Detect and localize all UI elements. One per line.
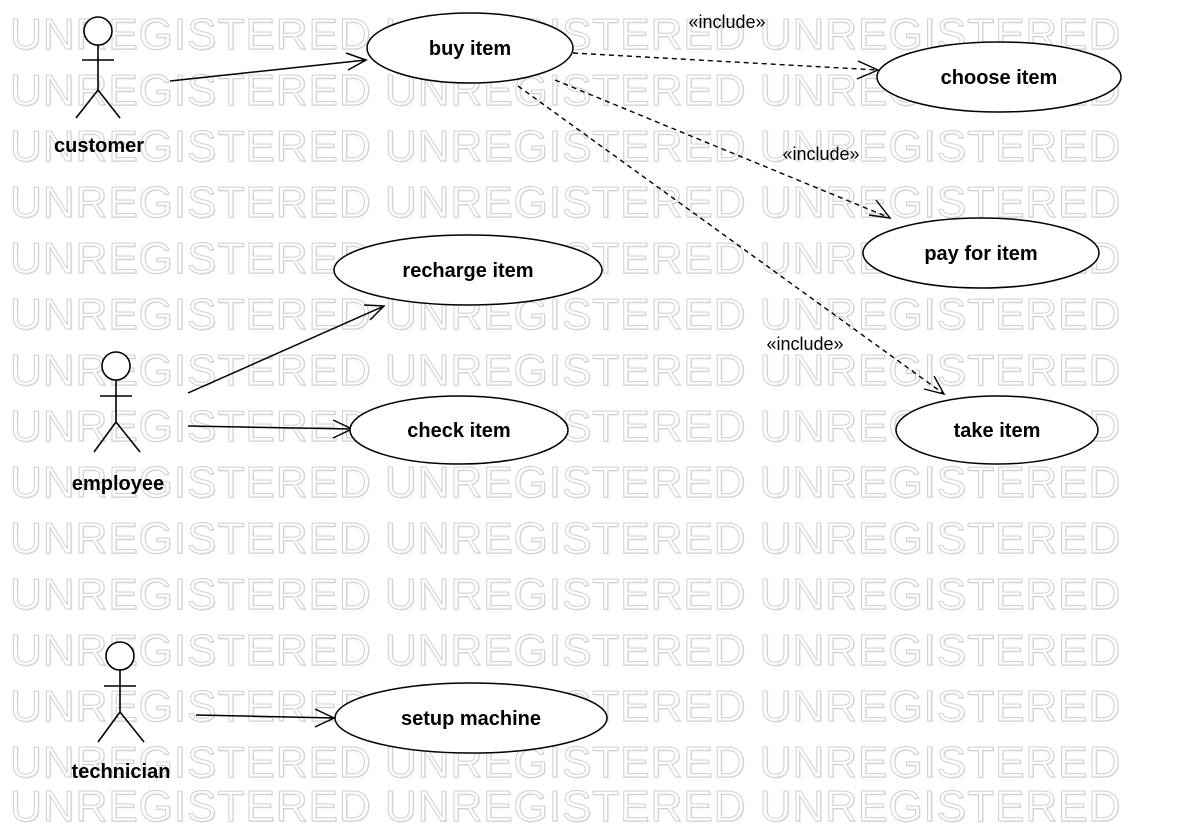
include-buy-take[interactable]	[517, 85, 945, 395]
actor-left-leg	[93, 421, 117, 453]
usecase-label: check item	[407, 420, 510, 442]
usecase-setup-machine[interactable]: setup machine	[334, 682, 608, 754]
include-buy-choose[interactable]	[572, 52, 879, 71]
usecase-ellipse	[895, 395, 1099, 465]
include-buy-pay[interactable]	[554, 79, 891, 219]
usecase-take-item[interactable]: take item	[895, 395, 1099, 465]
usecase-buy-item[interactable]: buy item	[366, 12, 574, 84]
usecase-pay-for-item[interactable]: pay for item	[862, 217, 1100, 289]
arrowhead-icon	[856, 60, 880, 80]
usecase-ellipse	[876, 41, 1122, 113]
usecase-recharge-item[interactable]: recharge item	[333, 234, 603, 306]
actor-label-employee: employee	[72, 473, 164, 495]
usecase-ellipse	[334, 682, 608, 754]
actor-right-leg	[97, 89, 121, 119]
stereotype-include-pay: «include»	[782, 144, 859, 164]
usecase-ellipse	[862, 217, 1100, 289]
arrowhead-icon	[923, 375, 946, 396]
usecase-ellipse	[349, 395, 569, 465]
association-employee-recharge-item[interactable]	[187, 305, 385, 394]
usecase-label: pay for item	[924, 243, 1037, 265]
arrowhead-icon	[314, 708, 336, 728]
actor-right-leg	[119, 711, 145, 743]
arrowhead-icon	[363, 304, 386, 321]
usecase-label: recharge item	[402, 260, 533, 282]
actor-technician[interactable]	[97, 641, 145, 743]
usecase-ellipse	[366, 12, 574, 84]
association-technician-setup-machine[interactable]	[195, 714, 335, 719]
actor-left-leg	[75, 89, 99, 119]
association-customer-buy-item[interactable]	[169, 59, 367, 82]
stereotype-include-take: «include»	[766, 334, 843, 354]
association-employee-check-item[interactable]	[187, 425, 353, 430]
usecase-choose-item[interactable]: choose item	[876, 41, 1122, 113]
usecase-label: take item	[954, 420, 1041, 442]
actor-label-technician: technician	[72, 761, 171, 783]
actor-head	[101, 351, 131, 381]
usecase-label: buy item	[429, 38, 511, 60]
actor-employee[interactable]	[93, 351, 141, 453]
actor-label-customer: customer	[54, 135, 144, 157]
arrowhead-icon	[345, 52, 368, 71]
actor-head	[83, 16, 113, 46]
usecase-label: setup machine	[401, 708, 541, 730]
actor-right-leg	[115, 421, 141, 453]
actor-customer[interactable]	[75, 16, 121, 119]
actor-left-leg	[97, 711, 121, 743]
stereotype-include-choose: «include»	[688, 12, 765, 32]
usecase-ellipse	[333, 234, 603, 306]
actor-head	[105, 641, 135, 671]
usecase-label: choose item	[941, 67, 1058, 89]
usecase-check-item[interactable]: check item	[349, 395, 569, 465]
arrowhead-icon	[868, 199, 892, 219]
